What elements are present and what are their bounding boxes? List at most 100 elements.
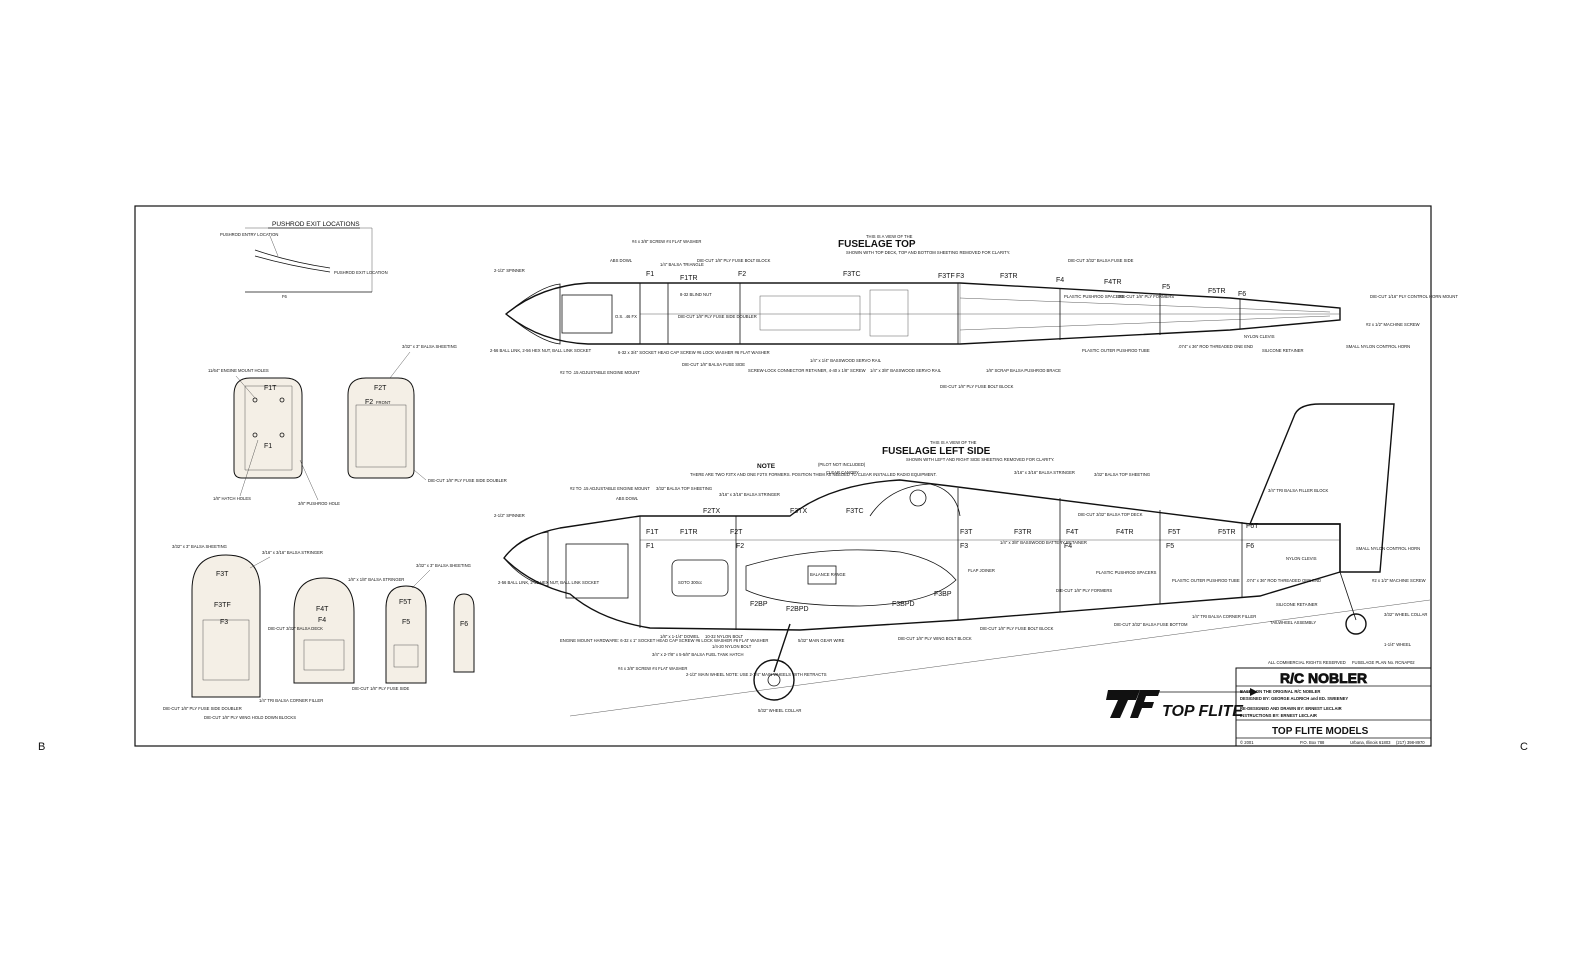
callout: DIE-CUT 1/8" PLY FORMERS [1118,294,1174,299]
former-f1-shape [233,377,303,479]
pilot-label: (PILOT NOT INCLUDED) [818,462,866,467]
callout: DIE-CUT 1/8" PLY WING BOLT BLOCK [898,636,972,641]
former-label: F3 [220,619,228,626]
pushrod-exit-title: PUSHROD EXIT LOCATIONS [272,221,360,228]
callout: DIE-CUT 1/16" PLY CONTROL HORN MOUNT [1370,294,1458,299]
callout: PLASTIC OUTER PUSHROD TUBE [1082,348,1150,353]
tailwheel [1345,613,1367,635]
rights-text: ALL COMMERCIAL RIGHTS RESERVED [1268,660,1346,665]
former-label: F3TR [1014,529,1032,536]
title-block: ALL COMMERCIAL RIGHTS RESERVED FUSELAGE … [1106,660,1432,747]
former-label: F2TX [703,508,720,515]
former-label: F3TF [214,602,231,609]
balance-range-box [807,565,837,585]
callout: 1/4" x 1/4" BASSWOOD SERVO RAIL [810,358,882,363]
former-label: F3 [960,543,968,550]
former-label: F1T [264,385,277,392]
callout: 1/4" TRI BALSA CORNER FILLER [259,698,323,703]
instructions-by: INSTRUCTIONS BY: ERNEST LECLAIR [1240,713,1317,718]
former-label: F4 [1056,277,1064,284]
callout: 1-1/4" WHEEL [1384,642,1412,647]
front-formers: F1T F1 F2T F2 FRONT 3/32" x 3" BALSA SHE… [208,344,507,506]
callout: 6-32 x 3/4" SOCKET HEAD CAP SCREW #6 LOC… [618,350,770,355]
former-label: F3BPD [892,601,915,608]
fuselage-side-view: THIS IS A VIEW OF THE FUSELAGE LEFT SIDE… [494,403,1431,717]
former-label: F4TR [1116,529,1134,536]
former-label: F4T [1066,529,1079,536]
callout: ABS DOWL [616,496,639,501]
side-view-title: FUSELAGE LEFT SIDE [882,446,991,457]
redesigned-by: RE-DESIGNED AND DRAWN BY: ERNEST LECLAIR [1240,706,1342,711]
callout: DIE-CUT 3/32" BALSA FUSE BOTTOM [1114,622,1188,627]
callout: #2 x 1/2" MACHINE SCREW [1366,322,1420,327]
callout: NYLON CLEVIS [1286,556,1317,561]
callout: 3/4" TRI BALSA FILLER BLOCK [1268,488,1329,493]
callout: 3/32" WHEEL COLLAR [1384,612,1427,617]
engine-side [565,543,629,599]
callout: DIE-CUT 3/32" BALSA TOP DECK [1078,512,1143,517]
main-wheel [753,659,795,701]
callout: ABS DOWL [610,258,633,263]
callout: DIE-CUT 1/8" PLY WING HOLD DOWN BLOCKS [204,715,296,720]
logo-text: TOP FLITE [1162,703,1244,720]
po-box: P.O. Box 788 [1300,740,1325,745]
callout: #2 TO .15 ADJUSTABLE ENGINE MOUNT [560,370,640,375]
former-label: F2T [374,385,387,392]
callout: DIE-CUT 1/8" PLY FORMERS [1056,588,1112,593]
tailwheel-wire [1339,571,1357,621]
callout: NYLON CLEVIS [1244,334,1275,339]
callout: 3/8" PUSHROD HOLE [298,501,340,506]
former-label: F5TR [1218,529,1236,536]
former-label: F2 [365,399,373,406]
pushrod-entry-label: PUSHROD ENTRY LOCATION [220,232,278,237]
callout: 2-1/2" SPINNER [494,513,525,518]
canopy [869,483,961,517]
company-name: TOP FLITE MODELS [1272,726,1369,737]
former-label: F6 [1238,291,1246,298]
spinner [505,283,561,345]
former-label: F3TR [1000,273,1018,280]
callout: #2 TO .15 ADJUSTABLE ENGINE MOUNT [570,486,650,491]
former-label: F2BP [750,601,768,608]
former-label: F1 [264,443,272,450]
former-label: F5T [1168,529,1181,536]
callout: DIE-CUT 3/32" BALSA DECK [268,626,323,631]
callout: 2-1/2" MAIN WHEEL NOTE: USE 2-1/4" MAIN … [686,672,827,677]
former-label: F4T [316,606,329,613]
callout: 1/4" x 3/8" BASSWOOD SERVO RAIL [870,368,942,373]
callout: FLAP JOINER [968,568,995,573]
former-label: F3T [960,529,973,536]
callout: SMALL NYLON CONTROL HORN [1346,344,1410,349]
callout: 3/16" x 3/16" BALSA STRINGER [719,492,780,497]
callout: #4 x 3/8" SCREW #4 FLAT WASHER [618,666,687,671]
top-view-title: FUSELAGE TOP [838,239,916,250]
former-label: F3 [956,273,964,280]
copyright: © 2001 [1240,740,1254,745]
callout: 1/4" x 3/8" BASSWOOD BATTERY RETAINER [1000,540,1087,545]
former-label: F2BPD [786,606,809,613]
main-gear-wire [773,623,791,673]
former-label: F1 [646,271,654,278]
canopy-label: CLEAR CANOPY [826,470,859,475]
callout: 1/4" TRI BALSA CORNER FILLER [1192,614,1256,619]
wing-saddle [745,549,957,607]
former-label: F3TF [938,273,955,280]
sheet-mark-left: B [38,741,46,753]
callout: .074" x 36" ROD THREADED ONE END [1246,578,1321,583]
former-f5-shape [385,585,427,684]
former-label: F1T [646,529,659,536]
balance-range-label: BALANCE RANGE [810,572,846,577]
callout: 1/8" SCRAP BALSA PUSHROD BRACE [986,368,1061,373]
callout: SCREW-LOCK CONNECTOR RETAINER, 4-40 x 1/… [748,368,866,373]
former-label: F3TC [846,508,864,515]
plan-border [134,205,1432,747]
former-label: F3TX [790,508,807,515]
callout: #4 x 3/8" SCREW #4 FLAT WASHER [632,239,701,244]
fuselage-top-view: THIS IS A VIEW OF THE FUSELAGE TOP SHOWN… [490,234,1458,389]
callout: #2 x 1/2" MACHINE SCREW [1372,578,1426,583]
plan-number: FUSELAGE PLAN No. RCNAP02 [1352,660,1415,665]
callout: 1/8" x 1-1/4" DOWEL [660,634,700,639]
callout: PLASTIC OUTER PUSHROD TUBE [1172,578,1240,583]
former-label: F5TR [1208,288,1226,295]
